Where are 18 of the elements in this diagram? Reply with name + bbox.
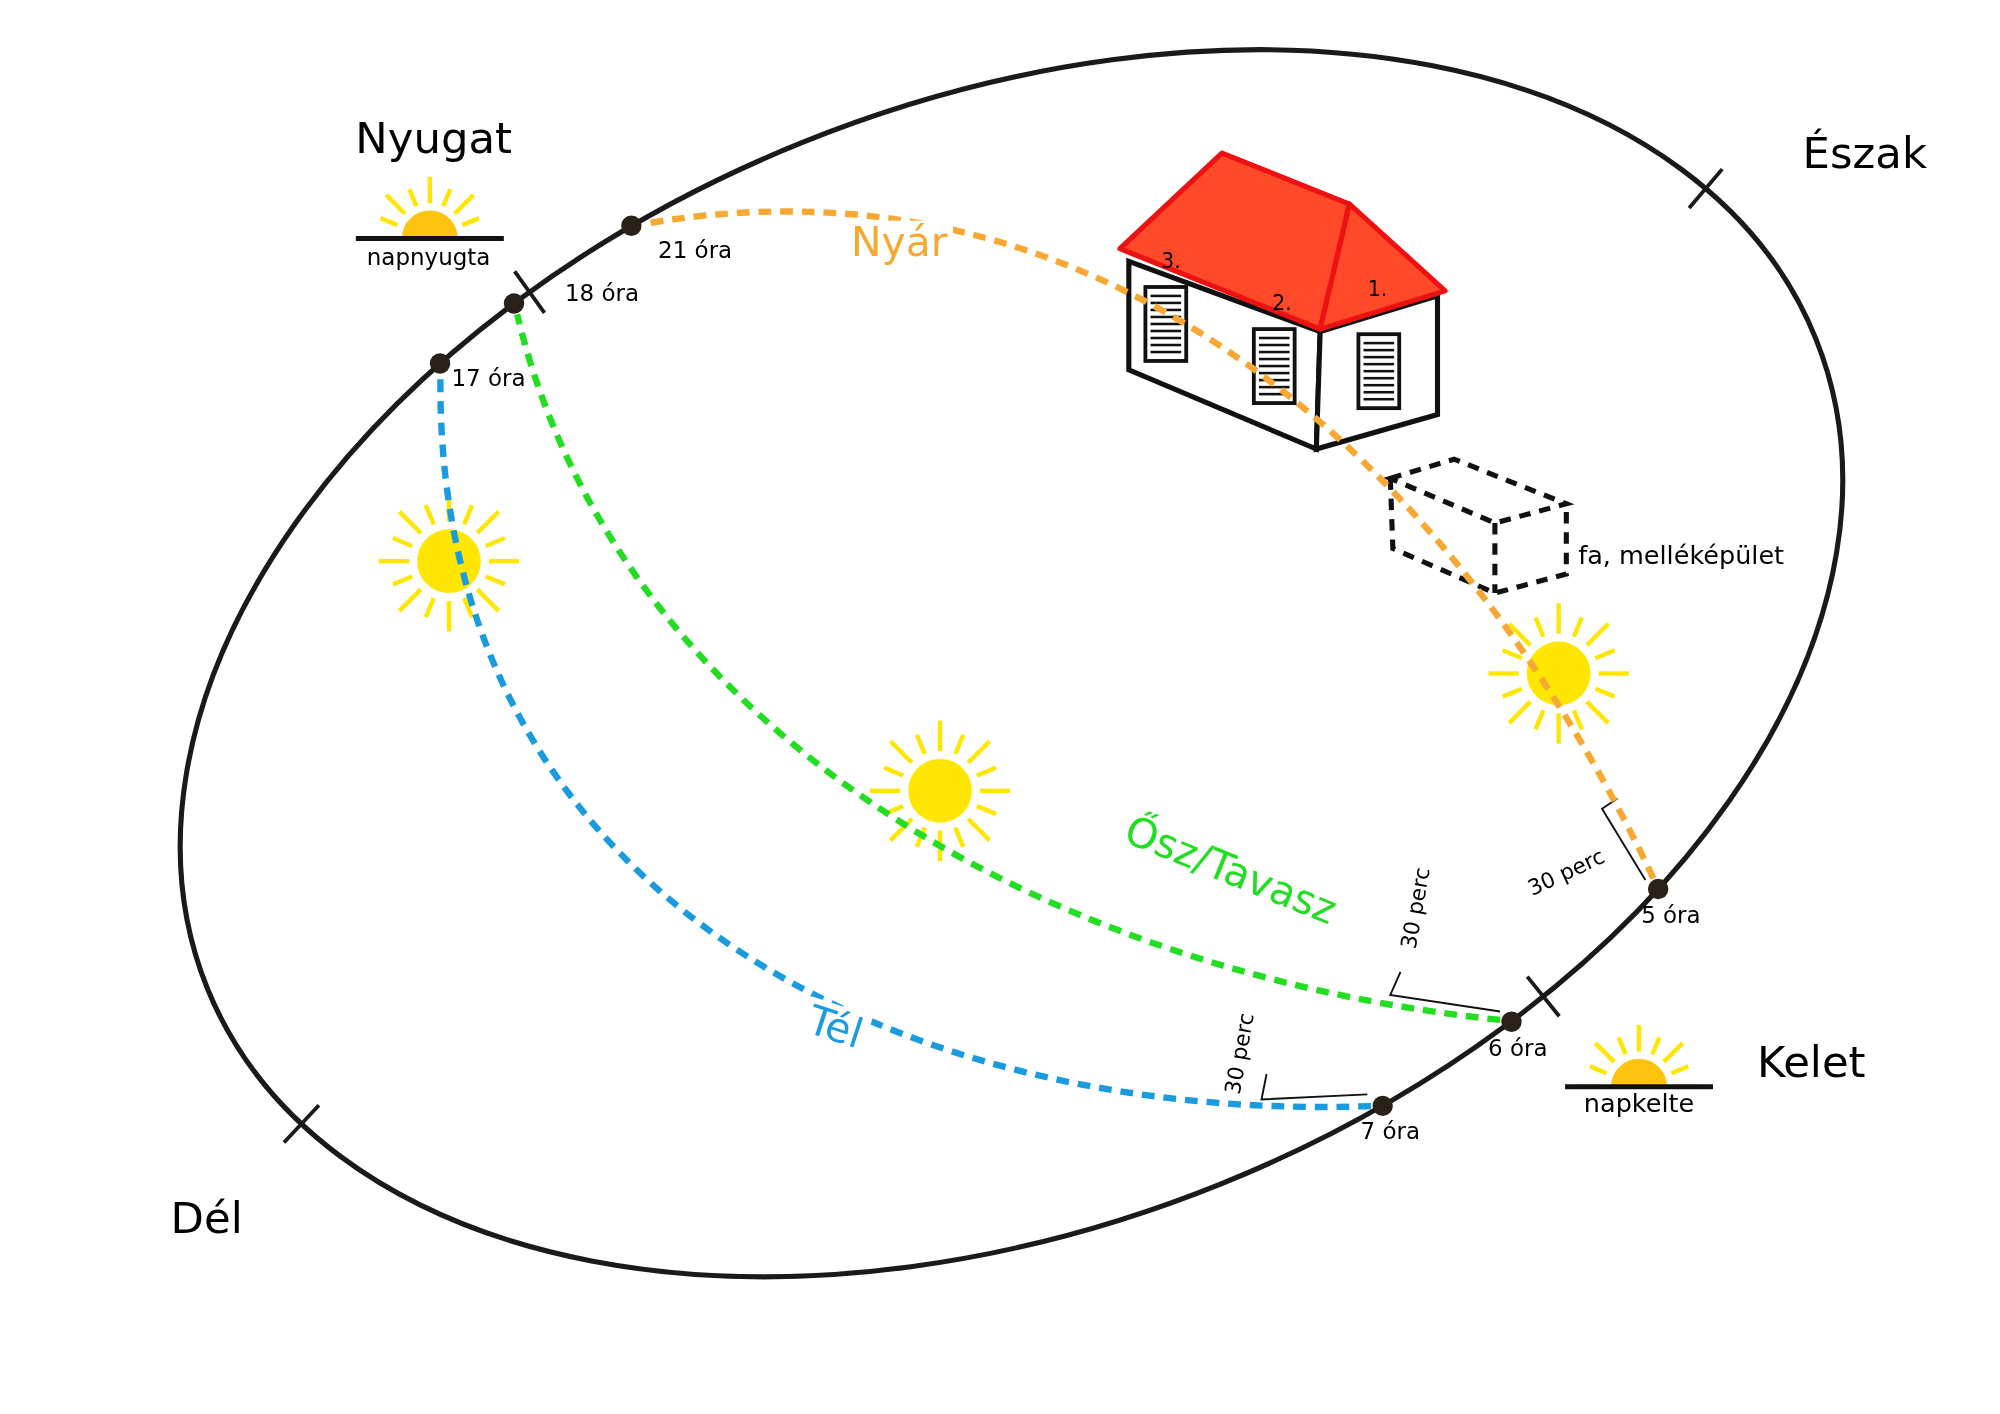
sun-path xyxy=(514,313,1501,1024)
roof-number: 1. xyxy=(1367,279,1388,300)
time-label: 6 óra xyxy=(1488,1036,1548,1060)
duration-label: 30 perc xyxy=(1398,865,1434,951)
time-label: 17 óra xyxy=(451,367,526,391)
time-label: 18 óra xyxy=(565,281,640,305)
time-label: 7 óra xyxy=(1360,1119,1420,1143)
duration-label: 30 perc xyxy=(1222,1011,1258,1096)
outbuilding-label: fa, melléképület xyxy=(1578,542,1785,568)
time-label: 5 óra xyxy=(1641,904,1701,928)
time-label: 21 óra xyxy=(658,238,733,262)
duration-label: 30 perc xyxy=(1524,845,1609,900)
roof-number: 2. xyxy=(1272,293,1292,314)
direction-label: Kelet xyxy=(1756,1039,1866,1083)
direction-label: Dél xyxy=(170,1196,243,1240)
direction-label: Nyugat xyxy=(355,116,513,160)
sunrise-label: napkelte xyxy=(1583,1090,1695,1117)
roof-number: 3. xyxy=(1161,251,1181,272)
